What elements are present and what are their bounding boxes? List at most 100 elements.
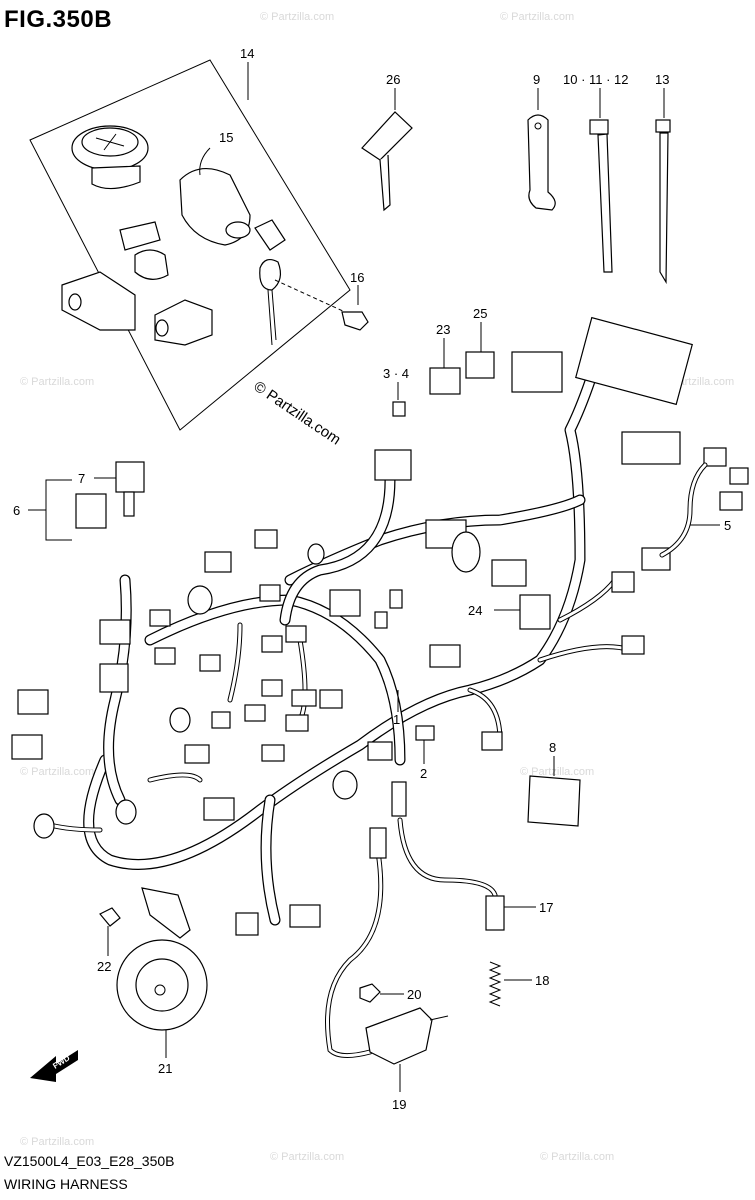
connector: [235, 912, 259, 936]
callout-10-11-12: 10 · 11 · 12: [563, 72, 629, 87]
connector: [389, 589, 403, 609]
lead-wire-6-7[interactable]: [28, 461, 145, 541]
connector: [261, 679, 283, 697]
watermark: © Partzilla.com: [20, 1136, 94, 1148]
cable-tie-13[interactable]: [655, 88, 671, 285]
fuse-body: [415, 725, 435, 741]
tie-strap: [597, 133, 613, 273]
connector: [285, 714, 309, 732]
callout-3-4: 3 · 4: [383, 366, 409, 381]
connector: [719, 491, 743, 511]
tie-head: [655, 119, 671, 133]
switch-19[interactable]: [325, 827, 449, 1092]
connector: [429, 644, 461, 668]
fwd-arrow-shape: [30, 1050, 78, 1082]
connector: [203, 797, 235, 821]
clamp-9[interactable]: [527, 88, 556, 211]
switch-wire-fill: [326, 850, 383, 1057]
callout-20: 20: [407, 987, 421, 1002]
clamp-hole: [534, 122, 542, 130]
ignition-switch-set[interactable]: [29, 59, 351, 431]
coupler: [75, 493, 107, 529]
fuse-2[interactable]: [415, 725, 435, 764]
connector: [329, 589, 361, 617]
harness-branch-left-fill: [104, 575, 131, 805]
callout-9: 9: [533, 72, 540, 87]
horn-centre: [154, 984, 166, 996]
connector: [289, 904, 321, 928]
horn-21[interactable]: [116, 887, 208, 1058]
cable-tie-10-11-12[interactable]: [589, 88, 613, 273]
connector: [149, 609, 171, 627]
sub-harness-5[interactable]: [659, 462, 720, 558]
sensor-head: [115, 461, 145, 493]
spring-18[interactable]: [488, 961, 532, 1007]
connector: [481, 731, 503, 751]
watermark: © Partzilla.com: [20, 766, 94, 778]
relay-24[interactable]: [494, 594, 551, 630]
callout-22: 22: [97, 959, 111, 974]
callout-24: 24: [468, 603, 482, 618]
forward-direction-arrow: FWD: [30, 1050, 78, 1082]
connector: [11, 734, 43, 760]
connector: [261, 635, 283, 653]
helmet-lock: [154, 299, 213, 346]
harness-branch-centre-fill: [280, 475, 395, 625]
bolt-head: [359, 983, 381, 1003]
relay-body: [519, 594, 551, 630]
connector: [17, 689, 49, 715]
callout-15: 15: [219, 130, 233, 145]
callout-13: 13: [655, 72, 669, 87]
tie-head: [589, 119, 609, 135]
connector-round: [169, 707, 191, 733]
bolt-20[interactable]: [359, 983, 404, 1003]
connector: [729, 467, 749, 485]
seat-lock-keyhole: [68, 293, 82, 311]
key-blank-head: [361, 111, 413, 161]
ecm-connector: [575, 316, 693, 406]
section-name: WIRING HARNESS: [4, 1176, 128, 1192]
fuel-cap-base: [91, 165, 141, 190]
kit-outline: [29, 59, 351, 431]
main-wiring-harness[interactable]: [11, 316, 749, 936]
connector: [254, 529, 278, 549]
sensor-17[interactable]: [391, 781, 536, 931]
bolt-16[interactable]: [274, 279, 369, 331]
sub-harness-wire-fill: [660, 463, 707, 557]
callout-2: 2: [420, 766, 427, 781]
fuse-3-4[interactable]: [392, 382, 406, 417]
assembly-line: [274, 279, 346, 313]
sensor-stem: [123, 491, 135, 517]
connector: [611, 571, 635, 593]
bolt-22[interactable]: [99, 907, 121, 956]
connector: [703, 447, 727, 467]
switch-body: [365, 1007, 433, 1065]
figure-title: FIG.350B: [4, 6, 113, 33]
connector-round: [451, 531, 481, 573]
connector: [621, 635, 645, 655]
sensor-body: [485, 895, 505, 931]
connector-round: [307, 543, 325, 565]
callout-23: 23: [436, 322, 450, 337]
harness-trunk-fill: [84, 345, 605, 869]
connector: [291, 689, 317, 707]
key-head: [254, 219, 286, 251]
connector: [621, 431, 681, 465]
connector: [511, 351, 563, 393]
sensor-coupler: [391, 781, 407, 817]
model-code: VZ1500L4_E03_E28_350B: [4, 1153, 175, 1169]
key-blank-26[interactable]: [361, 88, 413, 212]
label-8[interactable]: [527, 756, 581, 827]
watermark: © Partzilla.com: [520, 766, 594, 778]
harness-branch-mid-fill: [145, 595, 405, 765]
watermark-layer: © Partzilla.com © Partzilla.com © Partzi…: [20, 11, 734, 1163]
label-sheet: [527, 775, 581, 827]
key-blank-blade: [379, 154, 391, 212]
switch-coupler: [369, 827, 387, 859]
lock-bracket: [119, 221, 161, 251]
connector: [319, 689, 343, 709]
callout-17: 17: [539, 900, 553, 915]
callout-25: 25: [473, 306, 487, 321]
connector: [99, 663, 129, 693]
